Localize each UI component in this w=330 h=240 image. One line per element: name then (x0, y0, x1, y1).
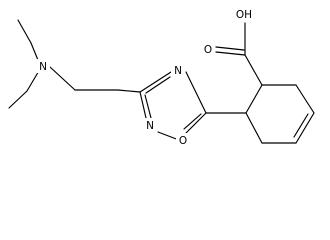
bond-o1-n2 (157, 131, 180, 141)
ring-nitrogen-upper-label: N (174, 65, 182, 77)
bond-ring-c4-c5-double (293, 113, 309, 138)
bond-carbonyl-double-b (215, 46, 245, 51)
amine-nitrogen-label: N (39, 61, 47, 73)
bond-ring-c6-c1 (245, 112, 263, 144)
bond-c3-n4 (139, 71, 172, 93)
bond-n-chain (49, 66, 76, 91)
bond-ring-c4-c5 (295, 112, 315, 144)
bond-n4-c5 (185, 71, 207, 114)
bond-c5-o1 (185, 112, 207, 134)
bond-n2-c3 (139, 91, 147, 119)
oxadiazole-ring (139, 71, 207, 141)
bond-ring-carboxyl (244, 54, 263, 86)
bond-ethyl-upper-ch3 (17, 19, 32, 44)
bond-ring-c1-c2 (245, 84, 263, 114)
bond-ring-c3-c4 (295, 84, 315, 114)
bond-n2-c3-inner (144, 94, 152, 119)
bond-carbonyl-double-a (215, 51, 246, 56)
carboxylic-acid-group (215, 22, 263, 86)
hydroxyl-label: OH (236, 9, 252, 21)
cyclohexene-ring (245, 84, 315, 144)
structure-canvas: N N N O O OH (8, 7, 315, 147)
bond-ethyl-lower-ch3 (8, 90, 28, 109)
ethylene-linker (74, 89, 141, 93)
ring-nitrogen-lower-label: N (146, 120, 154, 132)
bond-linker-2 (117, 89, 141, 93)
carbonyl-oxygen-label: O (204, 44, 212, 56)
bond-c5-o1-inner (183, 113, 202, 130)
ring-oxygen-label: O (179, 135, 187, 147)
bond-c3-n4-inner (145, 76, 171, 94)
molecule-drawing: N N N O O OH (8, 7, 315, 147)
